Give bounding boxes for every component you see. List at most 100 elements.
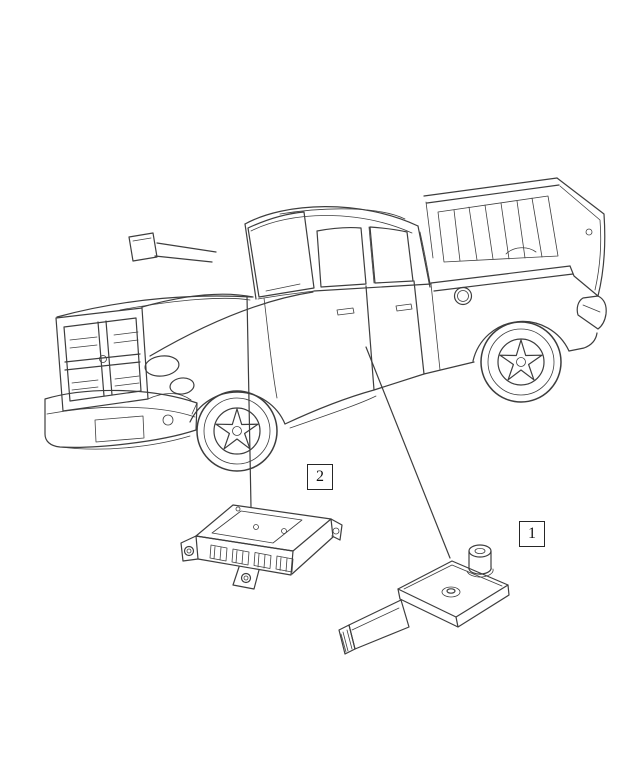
- fuel-filler-door: [453, 286, 473, 306]
- module-bottom-tab-hole: [240, 572, 252, 584]
- bed-floor-ribs: [453, 197, 543, 262]
- module-front-face: [195, 535, 294, 576]
- mirror-body: [128, 232, 158, 262]
- b-pillar: [368, 226, 375, 284]
- front-door-seam: [365, 285, 375, 391]
- tailgate: [556, 177, 607, 330]
- side-mirror: [128, 232, 217, 263]
- bed-rib: [500, 202, 510, 260]
- sensor-boss: [441, 586, 461, 598]
- module-left-tab-hole-inner: [186, 548, 192, 554]
- sensor-cylinder-bottom: [468, 566, 492, 575]
- sensor-connector-end: [338, 624, 356, 655]
- bed-rib: [453, 209, 461, 262]
- mirror-arms: [154, 242, 217, 263]
- bed-front-wall-edge: [425, 201, 434, 259]
- cab: [244, 206, 431, 300]
- sensor-cylinder-base: [466, 568, 494, 578]
- front-door-window: [316, 227, 367, 288]
- roof-inner-line: [250, 215, 413, 234]
- bed-far-rail-top: [423, 177, 558, 197]
- sensor-plate-inner: [403, 564, 503, 590]
- rear-door-window: [369, 226, 414, 284]
- sensor-cylinder-top-inner: [474, 548, 486, 555]
- sensor-boss-hole: [446, 588, 456, 594]
- bumper-recess: [94, 415, 145, 443]
- cargo-bed: [423, 177, 574, 292]
- rear-door-handle: [395, 303, 413, 312]
- module-left-tab-hole: [183, 545, 195, 557]
- grille: [55, 307, 149, 412]
- bumper-seam: [46, 406, 196, 418]
- cab-bed-gap: [430, 283, 441, 371]
- bed-floor-outline: [437, 195, 559, 263]
- callout-1-label: 1: [528, 525, 536, 542]
- leader-line-part-1: [365, 346, 451, 559]
- hood: [56, 291, 314, 415]
- bed-near-rail-bottom: [433, 273, 574, 292]
- windshield: [247, 211, 315, 298]
- rear-bumper: [576, 295, 607, 330]
- tailgate-latch: [585, 228, 593, 236]
- bumper-outline: [44, 389, 198, 448]
- bed-rib: [468, 206, 478, 261]
- tailgate-inner-line: [559, 185, 602, 291]
- callout-2: 2: [307, 464, 333, 490]
- fuel-filler-inner: [457, 290, 469, 302]
- front-tire: [196, 390, 278, 472]
- module-left-tab: [180, 535, 199, 562]
- module-bottom-tab-hole-inner: [243, 575, 249, 581]
- fender-top-line: [149, 291, 314, 357]
- module-top-stud: [235, 506, 241, 512]
- sensor-plate-thickness: [397, 584, 510, 628]
- module-right-tab-hole: [332, 527, 340, 535]
- leader-lines: [246, 295, 451, 559]
- hood-crease: [119, 297, 251, 311]
- leader-line-part-2: [246, 295, 252, 508]
- cowl-line: [257, 290, 315, 300]
- fender-door-gap: [263, 297, 278, 399]
- roof-rib: [279, 208, 406, 220]
- grille-badge: [99, 355, 107, 363]
- truck-illustration: [44, 177, 607, 472]
- grille-slats: [69, 331, 140, 391]
- fog-light: [162, 414, 174, 426]
- front-door-handle: [336, 307, 355, 316]
- bed-rib: [484, 204, 494, 260]
- grille-crosshair: [64, 320, 141, 397]
- connector-slot: [253, 552, 272, 569]
- part-1-impact-sensor-illustration: [338, 544, 510, 655]
- rear-tire: [480, 321, 562, 403]
- cab-rear-pillar: [417, 225, 431, 288]
- bumper-lower-lip: [59, 435, 191, 450]
- front-rim: [213, 407, 261, 455]
- a-pillar: [244, 223, 257, 300]
- rear-hub: [516, 357, 526, 367]
- headlight-lower: [169, 377, 195, 395]
- rear-wheel: [480, 321, 562, 403]
- headlights: [144, 355, 195, 395]
- rear-bumper-step: [582, 304, 601, 313]
- sensor-cylinder-top: [468, 544, 492, 558]
- rear-rim: [497, 338, 545, 386]
- bed-rib: [531, 197, 543, 258]
- headlight-upper: [144, 355, 180, 377]
- bed-wheel-hump: [505, 247, 537, 255]
- connector-slot: [231, 548, 250, 566]
- hood-left-edge: [56, 295, 253, 318]
- bumper-wheel-gap: [191, 402, 198, 415]
- connector-slot: [209, 544, 228, 562]
- front-wheel: [196, 390, 278, 472]
- rear-door-seam: [413, 280, 425, 375]
- module-connector-slots: [209, 544, 294, 573]
- grille-inner-frame: [63, 317, 142, 402]
- module-top-stud: [281, 528, 287, 534]
- module-bottom-tab: [232, 566, 260, 590]
- rear-tire-inner: [487, 328, 555, 396]
- sensor-cylinder-sides: [468, 550, 492, 570]
- rear-wheel-spokes: [499, 339, 543, 381]
- bed-far-rail-bottom: [426, 184, 560, 204]
- hood-right-edge: [141, 293, 254, 308]
